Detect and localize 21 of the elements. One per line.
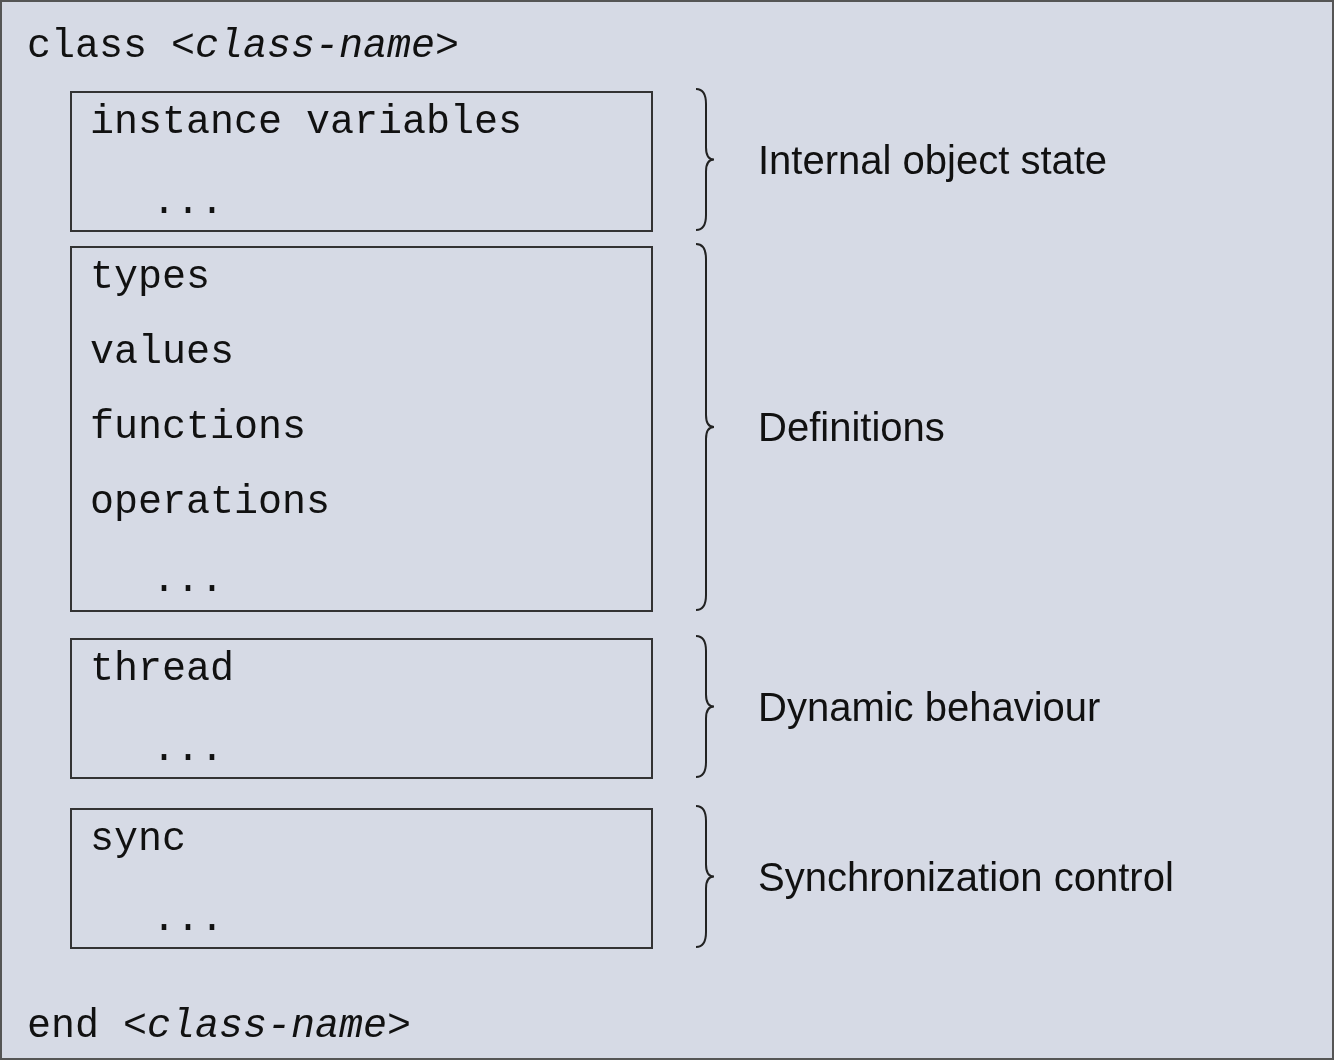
code-text: ... xyxy=(152,179,224,227)
brace-label: Dynamic behaviour xyxy=(758,683,1101,731)
code-text: sync xyxy=(90,816,186,864)
code-text: ... xyxy=(152,896,224,944)
code-text: ... xyxy=(152,557,224,605)
brace-label: Internal object state xyxy=(758,136,1108,184)
code-text: class <class-name> xyxy=(27,23,460,71)
section-box xyxy=(70,91,653,232)
code-text: functions xyxy=(90,404,307,452)
code-text: operations xyxy=(90,479,331,527)
brace-label: Synchronization control xyxy=(758,853,1174,901)
brace-label: Definitions xyxy=(758,404,945,451)
section-box xyxy=(70,638,653,779)
code-text: instance variables xyxy=(90,99,523,147)
code-text: ... xyxy=(152,726,224,774)
code-text: thread xyxy=(90,646,235,694)
code-text: values xyxy=(90,329,235,377)
section-box xyxy=(70,808,653,949)
code-text: types xyxy=(90,254,211,302)
code-text: end <class-name> xyxy=(27,1003,412,1051)
section-box xyxy=(70,246,653,612)
